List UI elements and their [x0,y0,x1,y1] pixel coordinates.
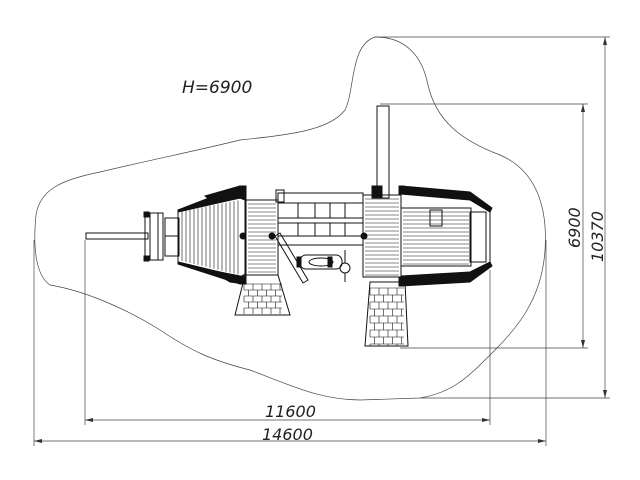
width-outer-label: 14600 [262,425,313,444]
safety-zone-outline [34,36,546,401]
width-dimension-outer: 14600 [33,240,547,446]
bow-frame [143,211,180,262]
steering-console [296,250,351,282]
width-inner-label: 11600 [265,402,316,421]
slide-pole [274,232,309,284]
central-bridge [239,189,368,276]
depth-dimension-outer: 10370 [375,36,610,399]
left-climbing-wall [234,274,291,316]
bowsprit [85,232,149,240]
depth-dimension-inner: 6900 [380,103,588,349]
right-climbing-wall [364,281,409,347]
depth-outer-label: 10370 [588,211,607,262]
stern-deck [362,185,493,287]
mast [376,105,390,199]
height-label: H=6900 [182,78,252,98]
width-dimension-inner: 11600 [84,240,491,425]
front-deck [177,185,247,285]
depth-inner-label: 6900 [565,207,584,248]
